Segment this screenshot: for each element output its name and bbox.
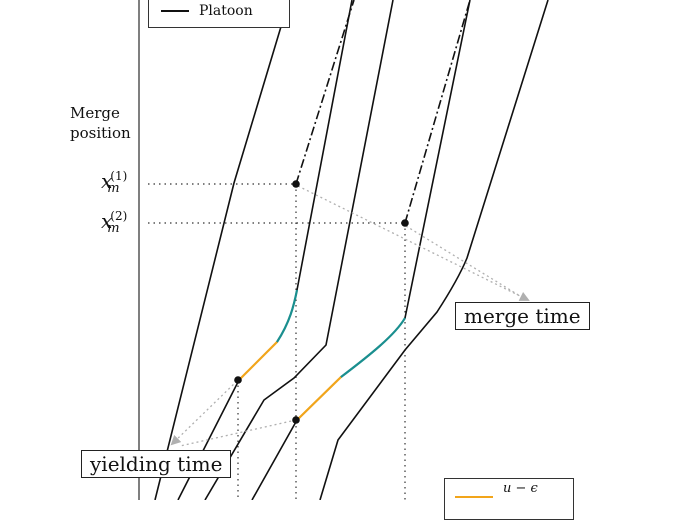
trajectory-vehicle-3 [204,0,394,501]
trajectory-vehicle-5 [319,0,549,501]
merge-segment-1 [276,289,299,343]
legend-entry-yield: u − ϵ [455,478,538,498]
legend-bottom: u − ϵ [444,478,574,520]
merge-position-1-label: x(1)m [101,166,127,199]
trajectory-plot [138,0,549,501]
merge-point-2 [401,219,409,227]
trajectory-vehicle-1 [154,0,290,501]
xm2-subscript: m [107,221,120,236]
merge-position-2-label: x(2)m [101,206,127,239]
yielding-time-arrow-2 [179,419,297,447]
yielding-time-label: yielding time [81,450,232,478]
merging-vehicle-2-trajectory [404,0,471,224]
trajectory-vehicle-2 [177,0,353,501]
merge-position-label: Merge position [70,103,131,143]
xm2-symbol: x [101,209,113,233]
xm2-superscript: (2) [110,209,128,223]
yielding-time-arrow [170,380,238,446]
merge-position-label-line2: position [70,124,131,142]
legend-entry-platoon: Platoon [161,3,253,19]
yield-point-2 [292,416,300,424]
merge-segment-2 [340,317,406,378]
yield-segment-2 [296,376,342,421]
xm1-symbol: x [101,169,113,193]
legend-label-platoon: Platoon [199,3,253,19]
xm1-superscript: (1) [110,169,128,183]
merge-position-label-line1: Merge [70,104,120,122]
merge-time-arrow-2 [405,225,521,297]
merge-time-label: merge time [455,302,590,330]
xm1-subscript: m [107,181,120,196]
legend-swatch-platoon [161,10,189,12]
trajectory-diagram: Platoon Merge position x(1)m x(2)m merge… [70,0,590,520]
yield-segment-1 [238,341,278,381]
merge-time-arrow [297,185,530,301]
legend-top: Platoon [148,0,290,28]
trajectory-vehicle-4 [251,0,471,501]
merge-point-1 [292,180,300,188]
merging-vehicle-1-trajectory [295,0,355,185]
yield-point-1 [234,376,242,384]
legend-label-yield: u − ϵ [503,480,538,496]
legend-swatch-yield [455,496,493,498]
